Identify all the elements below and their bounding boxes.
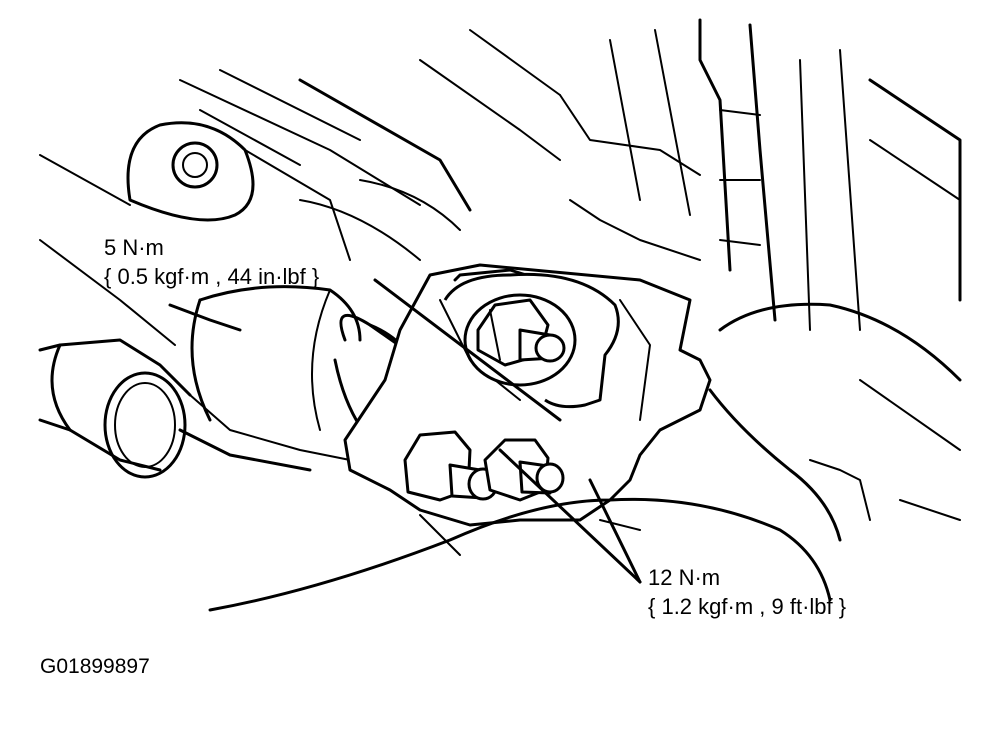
torque-value-upper: 5 N·m [104, 235, 164, 260]
engine-background [39, 18, 962, 346]
torque-value-lower: 12 N·m [648, 565, 721, 590]
torque-callout-upper: 5 N·m { 0.5 kgf·m , 44 in·lbf } [104, 233, 319, 291]
leader-line-bottom-b [588, 478, 642, 584]
upper-bolt-assembly [443, 272, 620, 409]
torque-callout-lower: 12 N·m { 1.2 kgf·m , 9 ft·lbf } [648, 563, 846, 621]
leader-line-bottom-a [498, 448, 642, 584]
leader-line-top [373, 278, 562, 422]
torque-conversion-lower: { 1.2 kgf·m , 9 ft·lbf } [648, 594, 847, 619]
lower-bolt-assembly [403, 430, 565, 502]
figure-id-code: G01899897 [40, 655, 150, 678]
left-hose [38, 303, 351, 479]
torque-conversion-upper: { 0.5 kgf·m , 44 in·lbf } [104, 264, 320, 289]
mount-boss [126, 121, 351, 261]
right-hose [708, 302, 962, 542]
leader-lines [373, 278, 642, 584]
bottom-panel [208, 497, 832, 612]
